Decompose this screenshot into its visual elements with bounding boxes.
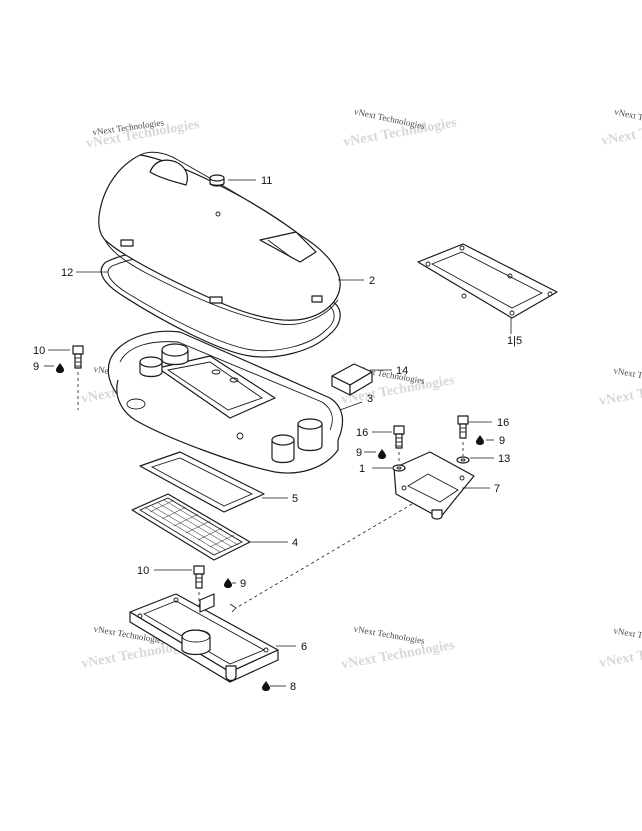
leader-lines	[44, 179, 512, 687]
part-10-bolt-upper	[72, 345, 84, 369]
watermark-ghost: vNext Technologies	[598, 374, 642, 409]
callout-14: 14	[396, 365, 408, 377]
part-16-bolt-right	[457, 415, 469, 439]
callout-9-upper: 9	[33, 361, 39, 373]
watermark-ghost: vNext Technologies	[598, 636, 642, 671]
callout-10-upper: 10	[33, 345, 45, 357]
callout-9-center: 9	[356, 447, 362, 459]
callout-15: 1|5	[507, 335, 522, 347]
callout-11: 11	[261, 175, 272, 187]
droplet-icons	[56, 363, 484, 691]
part-14-block	[331, 363, 373, 396]
part-4-filter-screen	[131, 493, 251, 561]
part-15-gasket-plate	[417, 243, 558, 319]
part-7-bracket	[393, 451, 475, 520]
callout-7: 7	[494, 483, 500, 495]
watermark: vNext Technologies	[613, 625, 642, 647]
part-6-bottom-housing	[129, 593, 279, 683]
callout-4: 4	[292, 537, 298, 549]
arrow-head-icon	[229, 603, 237, 613]
callout-9-right: 9	[499, 435, 505, 447]
part-2-cover	[98, 151, 341, 326]
assembly-lines	[77, 372, 464, 609]
part-16-bolt-center	[393, 425, 405, 449]
callout-6: 6	[301, 641, 307, 653]
droplet-icon	[476, 435, 484, 445]
callout-13: 13	[498, 453, 510, 465]
callout-5: 5	[292, 493, 298, 505]
callout-2: 2	[369, 275, 375, 287]
part-1-washer	[392, 464, 406, 472]
callout-12: 12	[61, 267, 73, 279]
part-13-washer	[456, 456, 470, 464]
droplet-icon	[378, 449, 386, 459]
callout-9-lower: 9	[240, 578, 246, 590]
callouts: 11 12 2 1|5 10 9 14 3 16 9 1 16 9 13 7 5…	[33, 175, 522, 693]
droplet-icon	[56, 363, 64, 373]
callout-1: 1	[359, 463, 365, 475]
callout-8: 8	[290, 681, 296, 693]
part-11-grommet	[209, 174, 225, 187]
droplet-icon	[262, 681, 270, 691]
watermark: vNext Technologies	[353, 624, 426, 646]
part-5-filter-gasket	[139, 451, 265, 513]
watermark-ghost: vNext Technologies	[340, 638, 456, 673]
callout-10-lower: 10	[137, 565, 149, 577]
droplet-icon	[224, 578, 232, 588]
callout-16-right: 16	[497, 417, 509, 429]
callout-3: 3	[367, 393, 373, 405]
watermark: vNext Technologies	[613, 365, 642, 387]
part-3-base-housing	[107, 330, 344, 474]
part-10-bolt-lower	[193, 565, 205, 589]
callout-16-center: 16	[356, 427, 368, 439]
